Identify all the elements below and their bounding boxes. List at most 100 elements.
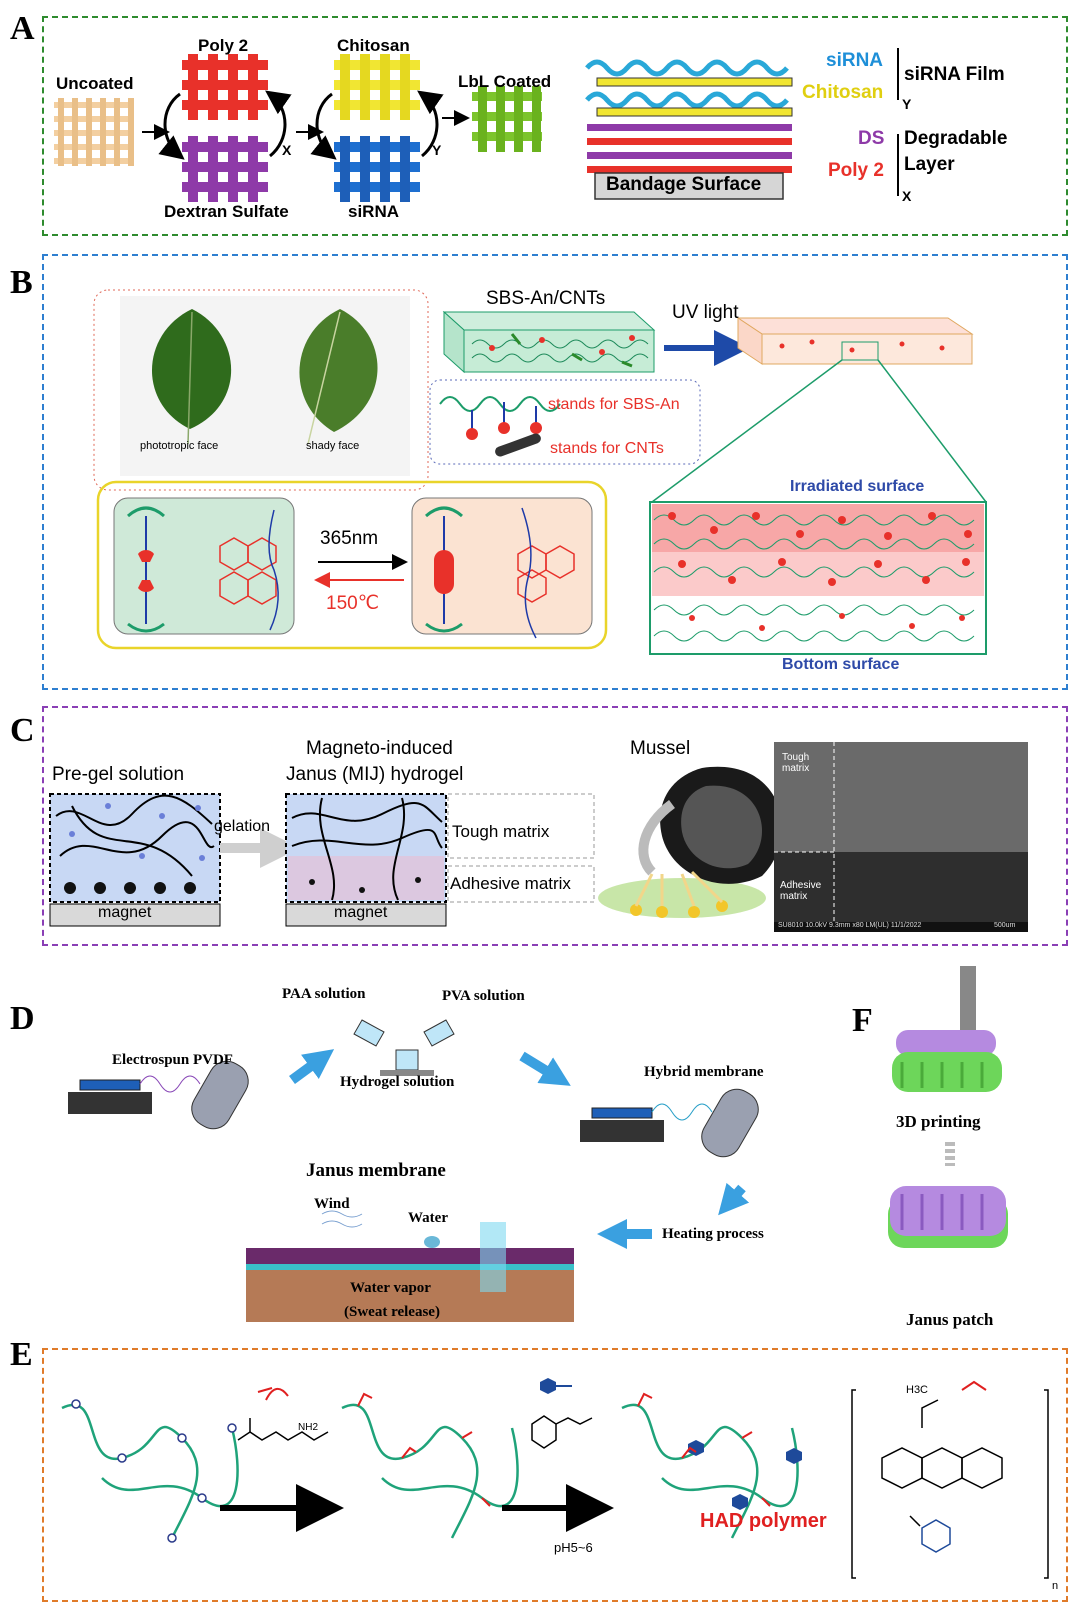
mij-label-2: Janus (MIJ) hydrogel bbox=[286, 764, 464, 785]
bottom-surface-label: Bottom surface bbox=[782, 656, 900, 673]
sem-scale-label: 500um bbox=[994, 922, 1016, 929]
sbs-slab bbox=[442, 310, 656, 374]
shady-face-label: shady face bbox=[306, 440, 360, 452]
stands-sbs-label: stands for SBS-An bbox=[548, 396, 680, 413]
electrospun-label: Electrospun PVDF bbox=[112, 1052, 233, 1068]
had-structure bbox=[851, 1389, 1049, 1579]
electrospinner-2 bbox=[580, 1088, 759, 1158]
panel-b-diagram bbox=[93, 289, 987, 655]
panel-a-letter: A bbox=[10, 10, 35, 47]
h3c-label: H3C bbox=[906, 1384, 929, 1396]
pva-label: PVA solution bbox=[442, 988, 525, 1004]
sem-tough-label: Tough matrix bbox=[782, 752, 810, 774]
wind-label: Wind bbox=[314, 1196, 350, 1212]
panel-a-frame bbox=[42, 16, 1068, 236]
cross-section bbox=[649, 501, 987, 655]
legend-poly2: Poly 2 bbox=[828, 160, 884, 181]
janus-patch-label: Janus patch bbox=[906, 1310, 994, 1329]
y-label-1: Y bbox=[432, 142, 442, 158]
nh2-label: NH2 bbox=[298, 1422, 319, 1433]
paa-label: PAA solution bbox=[282, 986, 366, 1002]
panel-e-diagram bbox=[61, 1378, 1049, 1579]
adhesive-matrix-label: Adhesive matrix bbox=[450, 874, 571, 893]
legend-x: X bbox=[902, 188, 912, 204]
magnet-label-2: magnet bbox=[334, 904, 388, 921]
stands-cnts-label: stands for CNTs bbox=[550, 440, 664, 457]
panel-e-letter: E bbox=[10, 1336, 33, 1373]
poly2-mesh bbox=[182, 54, 268, 120]
legend-sirna-film: siRNA Film bbox=[904, 64, 1005, 85]
lbl-coated-label: LbL Coated bbox=[458, 72, 552, 91]
tough-matrix-label: Tough matrix bbox=[452, 822, 550, 841]
patch-illustration bbox=[888, 1186, 1008, 1248]
ds-mesh bbox=[182, 136, 268, 202]
panel-c-letter: C bbox=[10, 712, 35, 749]
leaf-phototropic bbox=[120, 296, 260, 476]
poly2-label: Poly 2 bbox=[198, 36, 249, 55]
hydrogel-label: Hydrogel solution bbox=[340, 1074, 455, 1090]
mij-label-1: Magneto-induced bbox=[306, 738, 453, 759]
wavelength-label: 365nm bbox=[320, 528, 379, 549]
panel-f-letter: F bbox=[852, 1002, 873, 1039]
legend-chitosan: Chitosan bbox=[802, 82, 884, 103]
water-label: Water bbox=[408, 1210, 448, 1226]
sbs-cnts-label: SBS-An/CNTs bbox=[486, 288, 606, 309]
pregel-box bbox=[49, 793, 221, 927]
sweat-label: (Sweat release) bbox=[344, 1304, 440, 1320]
heating-label: Heating process bbox=[662, 1226, 764, 1242]
janus-membrane bbox=[246, 1210, 574, 1322]
panel-b-letter: B bbox=[10, 264, 33, 301]
printing-illustration bbox=[892, 966, 1002, 1092]
pregel-label: Pre-gel solution bbox=[52, 764, 185, 785]
coated-mesh bbox=[472, 86, 542, 152]
panel-d-diagram bbox=[68, 1019, 759, 1322]
layer-stack bbox=[585, 59, 793, 200]
water-vapor-label: Water vapor bbox=[350, 1280, 431, 1296]
magnet-label-1: magnet bbox=[98, 904, 152, 921]
sem-image bbox=[774, 742, 1028, 932]
irradiated-slab bbox=[736, 317, 974, 365]
irradiated-surface-label: Irradiated surface bbox=[790, 478, 925, 495]
temperature-label: 150℃ bbox=[326, 593, 380, 614]
legend-ds: DS bbox=[858, 128, 885, 149]
dopamine-icon bbox=[540, 1378, 556, 1394]
leaf-shady bbox=[260, 296, 410, 476]
sirna-label: siRNA bbox=[348, 202, 400, 221]
janus-membrane-label: Janus membrane bbox=[306, 1160, 446, 1181]
monomer-structure bbox=[237, 1418, 329, 1441]
phototropic-face-label: phototropic face bbox=[140, 440, 219, 452]
n-subscript: n bbox=[1052, 1580, 1059, 1592]
chain-1 bbox=[61, 1403, 239, 1539]
beakers bbox=[353, 1019, 455, 1076]
printing-label: 3D printing bbox=[896, 1112, 981, 1131]
sbs-legend-box bbox=[429, 379, 701, 465]
legend-sirna: siRNA bbox=[826, 50, 884, 71]
panel-f-diagram bbox=[888, 966, 1008, 1248]
dextran-sulfate-label: Dextran Sulfate bbox=[164, 202, 289, 221]
legend-y: Y bbox=[902, 96, 912, 112]
bandage-surface-label: Bandage Surface bbox=[606, 174, 762, 195]
chain-2 bbox=[341, 1403, 519, 1539]
uv-light-label: UV light bbox=[672, 302, 739, 323]
uncoated-label: Uncoated bbox=[56, 74, 134, 93]
panel-b-frame bbox=[42, 254, 1068, 690]
tough-matrix-box bbox=[447, 793, 595, 859]
mij-box bbox=[285, 793, 447, 927]
sem-adhesive-label: Adhesive matrix bbox=[780, 880, 822, 902]
ph-label: pH5~6 bbox=[554, 1540, 593, 1555]
had-polymer-label: HAD polymer bbox=[700, 1510, 827, 1532]
gelation-label: gelation bbox=[214, 818, 271, 835]
sem-info-label: SU8010 10.0kV 9.3mm x80 LM(UL) 11/1/2022 bbox=[778, 922, 922, 929]
mussel-illustration bbox=[598, 766, 782, 918]
sirna-mesh bbox=[334, 136, 420, 202]
hybrid-label: Hybrid membrane bbox=[644, 1064, 764, 1080]
panel-c-diagram bbox=[49, 742, 1028, 932]
leaf-box bbox=[93, 289, 429, 491]
electrospinner-1 bbox=[68, 1060, 249, 1130]
x-label-1: X bbox=[282, 142, 292, 158]
panel-d-letter: D bbox=[10, 1000, 35, 1037]
legend-degradable: Degradable bbox=[904, 128, 1008, 149]
chitosan-mesh bbox=[334, 54, 420, 120]
chain-1-sites bbox=[71, 1399, 237, 1543]
uncoated-mesh bbox=[54, 98, 134, 166]
